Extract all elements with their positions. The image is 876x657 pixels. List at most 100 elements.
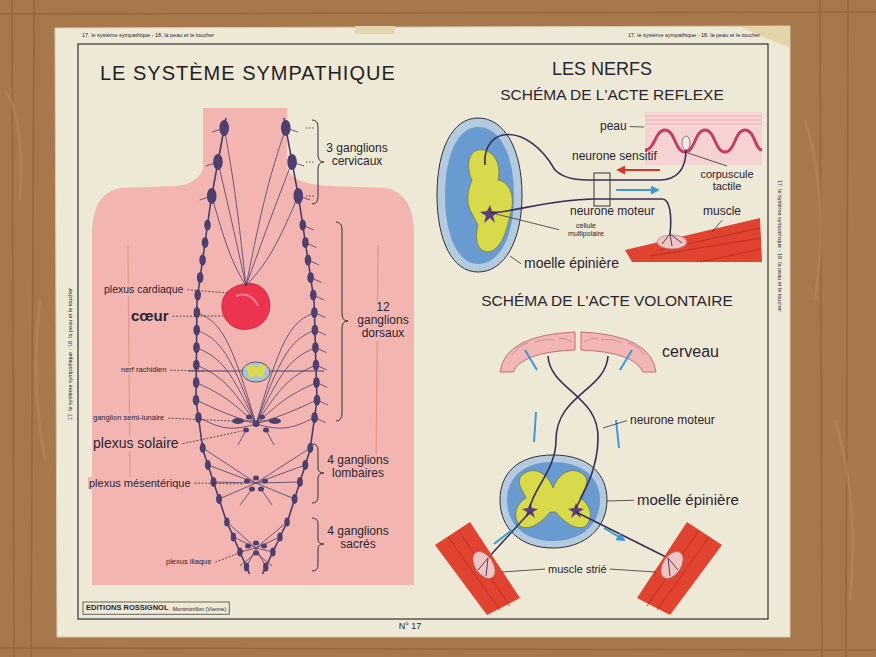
ganglion — [311, 412, 318, 423]
brain-cortex — [500, 332, 575, 372]
part-label: neurone moteur — [630, 414, 715, 427]
ganglion — [297, 477, 303, 487]
plexus-label: plexus mésentérique — [88, 477, 192, 489]
grey-matter — [468, 150, 513, 252]
part-label: cerveau — [662, 343, 719, 361]
skin-layer — [645, 116, 762, 124]
ganglion — [312, 342, 319, 353]
margin-note: 17. le système sympathique - 18. la peau… — [777, 180, 783, 312]
white-matter — [507, 462, 600, 541]
skin — [645, 112, 762, 165]
leader-line — [496, 214, 559, 230]
margin-note: 17. le système sympathique - 18. la peau… — [628, 32, 760, 38]
part-label: neurone sensitif — [572, 150, 657, 163]
ganglion — [211, 477, 217, 487]
leader-line — [183, 431, 242, 444]
ganglion-group-label: 3 ganglions cervicaux — [326, 142, 388, 168]
ganglion-group-label: 4 ganglions lombaires — [326, 454, 390, 480]
ganglion — [259, 415, 265, 420]
ganglion — [194, 290, 201, 301]
part-label: corpuscule tactile — [690, 168, 764, 192]
sympathetic-chain — [196, 118, 250, 574]
leader-line — [187, 290, 228, 293]
poster-paper — [55, 26, 790, 637]
grey-matter — [516, 471, 591, 528]
leader-line — [195, 483, 244, 485]
part-label: muscle strié — [548, 563, 607, 575]
nerve-branch — [246, 162, 292, 286]
motor-neuron — [530, 356, 608, 508]
ganglion — [263, 563, 268, 572]
leader-line — [607, 500, 634, 502]
ganglion — [249, 487, 255, 492]
tape-mark — [355, 26, 395, 34]
nerve-branch — [218, 162, 246, 286]
nerve-branch — [261, 489, 272, 505]
ganglion — [287, 154, 297, 170]
nerve-branch — [256, 383, 316, 425]
ganglion — [258, 487, 264, 492]
impulse-arrow — [616, 189, 658, 191]
motor-neuron — [548, 356, 598, 508]
ganglion-group-label: 12 ganglions dorsaux — [352, 301, 414, 341]
ganglion — [292, 494, 298, 504]
heart — [222, 284, 270, 330]
spinal-cord-section — [500, 455, 607, 548]
leader-line — [502, 569, 545, 572]
ganglion — [302, 460, 308, 470]
ganglion — [312, 325, 319, 336]
ganglion — [207, 188, 217, 204]
ganglion — [307, 272, 314, 283]
ganglion — [281, 120, 291, 136]
impulse-arrow — [494, 350, 632, 544]
motor-end-plate — [656, 548, 687, 583]
bracket — [312, 444, 324, 503]
ganglion — [200, 443, 206, 453]
leader-line — [168, 418, 232, 421]
leader-line — [688, 153, 727, 166]
nerve-branch — [256, 522, 287, 548]
nerve-ending — [478, 558, 678, 576]
nerve-branch — [224, 128, 246, 286]
plexus-label: plexus solaire — [92, 436, 180, 451]
margin-note: 17. le système sympathique - 18. la peau… — [82, 32, 214, 38]
leader-line — [712, 220, 722, 232]
nerve-branch — [240, 489, 252, 505]
sensory-neuron — [485, 134, 686, 180]
motor-nerve — [488, 512, 668, 558]
section-heading: SCHÉMA DE L'ACTE VOLONTAIRE — [481, 292, 733, 309]
ganglion — [262, 479, 268, 484]
leader-line — [610, 569, 656, 572]
ganglion — [313, 360, 320, 371]
poster-border — [78, 44, 768, 619]
ganglion — [193, 360, 200, 371]
heart-highlight — [236, 294, 258, 306]
nerve-label: nerf rachidien — [120, 366, 167, 374]
nerve-branch — [197, 348, 256, 425]
ganglion — [284, 518, 289, 527]
nerve-branch — [256, 483, 295, 499]
muscle-fibre — [448, 530, 709, 610]
ganglion — [253, 476, 259, 481]
ganglion-label: ganglion semi-lunaire — [92, 414, 165, 422]
striated-muscle — [637, 522, 722, 615]
ganglion — [253, 551, 259, 556]
ganglion — [213, 154, 223, 170]
brain-cortex — [581, 332, 656, 372]
nerve-branch — [233, 537, 256, 548]
ganglion — [305, 255, 312, 266]
ganglion — [277, 533, 282, 542]
ganglion — [219, 120, 229, 136]
dotted-line — [306, 128, 314, 196]
ganglion — [216, 494, 222, 504]
impulse-arrow — [618, 169, 660, 171]
ganglion — [199, 255, 206, 266]
part-label: peau — [600, 120, 627, 133]
striated-muscle — [435, 522, 520, 615]
ganglion — [311, 307, 318, 318]
ganglion — [193, 395, 200, 406]
ganglion — [244, 563, 249, 572]
muscle-fibre — [650, 228, 761, 262]
